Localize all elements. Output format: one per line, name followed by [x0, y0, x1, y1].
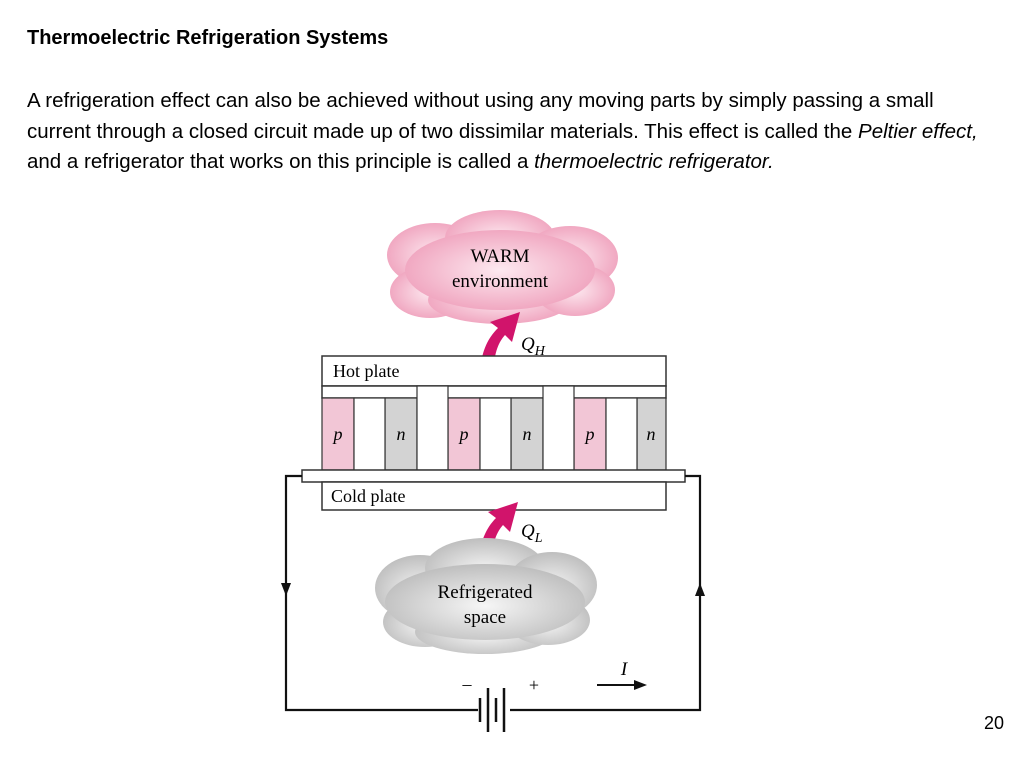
slide-title: Thermoelectric Refrigeration Systems [27, 27, 389, 49]
paragraph-text-1: A refrigeration effect can also be achie… [27, 89, 934, 143]
leg-label-n: n [647, 424, 656, 444]
connector-strip [605, 397, 638, 483]
warm-environment-cloud: WARM environment [387, 210, 618, 324]
n-leg [636, 397, 667, 471]
cold-plate-conductor [301, 469, 686, 483]
body-paragraph: A refrigeration effect can also be achie… [27, 86, 1002, 178]
p-leg [321, 397, 355, 471]
connector-strip [542, 385, 575, 471]
warm-label-line1: WARM [470, 246, 529, 267]
current-arrow-head [634, 680, 647, 690]
current-direction-arrow-down [281, 583, 291, 596]
leg-label-n: n [523, 424, 532, 444]
leg-label-n: n [397, 424, 406, 444]
cold-plate [321, 481, 667, 511]
leg-label-p: p [332, 424, 343, 444]
page-number: 20 [983, 713, 1004, 733]
paragraph-text-2: and a refrigerator that works on this pr… [27, 150, 535, 173]
current-direction-arrow-up [695, 583, 705, 596]
thermoelectric-refrigerator-term: thermoelectric refrigerator. [534, 150, 774, 173]
leg-label-p: p [458, 424, 469, 444]
cold-plate-label: Cold plate [331, 486, 406, 506]
hot-plate [321, 355, 667, 387]
battery [478, 688, 506, 732]
battery-plus-label: + [529, 675, 539, 695]
connector-strip [416, 385, 449, 471]
current-label: I [620, 659, 629, 680]
hot-plate-conductor [321, 385, 667, 399]
peltier-effect-term: Peltier effect, [858, 119, 978, 143]
hot-plate-label: Hot plate [333, 361, 399, 381]
connector-strip [479, 397, 512, 483]
ql-label: QL [521, 521, 543, 546]
refrigerated-label-line1: Refrigerated [438, 582, 533, 603]
thermoelectric-legs: p n p n p n [321, 385, 667, 483]
warm-label-line2: environment [452, 271, 549, 292]
refrigerated-label-line2: space [464, 607, 506, 628]
refrigerated-space-cloud: Refrigerated space [375, 538, 597, 654]
connector-strip [353, 397, 386, 483]
battery-minus-label: – [462, 674, 473, 694]
leg-label-p: p [584, 424, 595, 444]
